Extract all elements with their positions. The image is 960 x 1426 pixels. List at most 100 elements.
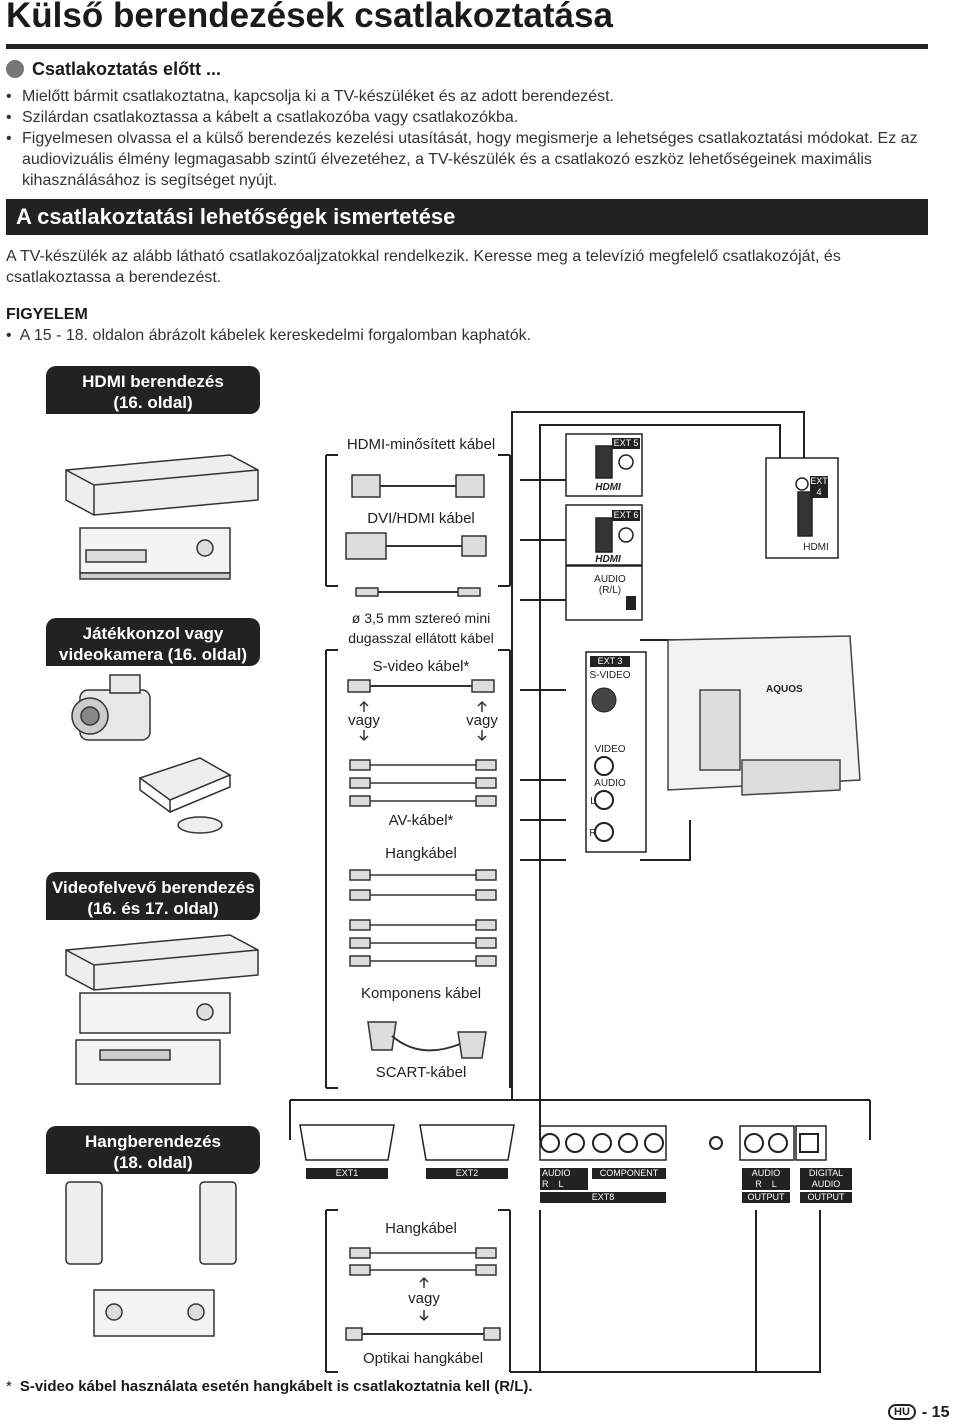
- rca-port-icon: [644, 1133, 664, 1153]
- cable-label-av: AV-kábel*: [388, 812, 454, 829]
- port-label-svideo: S-VIDEO: [589, 670, 631, 681]
- caution-line: • A 15 - 18. oldalon ábrázolt kábelek ke…: [6, 327, 532, 344]
- caution-title: FIGYELEM: [6, 306, 88, 323]
- cable-label-mini-1: ø 3,5 mm sztereó mini: [351, 610, 491, 626]
- rca-port-icon: [594, 756, 614, 776]
- rca-port-icon: [594, 822, 614, 842]
- minijack-cable-icon: [355, 587, 481, 597]
- cable-label-scart: SCART-kábel: [375, 1064, 467, 1081]
- section-title: A csatlakoztatási lehetőségek ismertetés…: [6, 199, 928, 235]
- rca-port-icon: [565, 1133, 585, 1153]
- cable-label-mini-2: dugasszal ellátott kábel: [348, 630, 494, 646]
- port-label-r: R: [589, 828, 597, 839]
- cable-label-hdmi: HDMI-minősített kábel: [346, 436, 496, 453]
- bracket-left: [325, 454, 338, 587]
- port-label-digital: DIGITAL AUDIO: [800, 1168, 852, 1190]
- screw-icon: [618, 527, 634, 543]
- optical-port-icon: [799, 1133, 819, 1153]
- down-arrow-icon: [359, 730, 369, 742]
- hdmi-port-icon: [595, 445, 813, 553]
- subheading: Csatlakoztatás előtt ...: [6, 59, 221, 80]
- frame-line: [511, 411, 805, 1100]
- audio-cable-icon: [349, 869, 497, 901]
- cable-label-component: Komponens kábel: [360, 985, 482, 1002]
- screw-icon: [795, 477, 809, 491]
- hdmi-cable-icon: [351, 474, 485, 498]
- page-number-area: HU - 15: [888, 1404, 949, 1422]
- port-label-ext8: EXT8: [540, 1192, 666, 1203]
- vcr-icon: [75, 1039, 221, 1085]
- rca-port-icon: [618, 1133, 638, 1153]
- port-label-audio-out: AUDIO R L: [742, 1168, 790, 1190]
- intro-text: A TV-készülék az alább látható csatlakoz…: [6, 248, 841, 286]
- speaker-right-icon: [199, 1181, 237, 1265]
- caution-text: A 15 - 18. oldalon ábrázolt kábelek kere…: [19, 327, 532, 344]
- or-label: vagy: [348, 712, 380, 729]
- rca-port-icon: [768, 1133, 788, 1153]
- rca-port-icon: [744, 1133, 764, 1153]
- port-label-component: COMPONENT: [592, 1168, 666, 1179]
- amplifier-icon: [93, 1289, 215, 1337]
- port-label-audio: AUDIO: [594, 778, 626, 789]
- port-label-ext5: EXT 5: [612, 438, 640, 449]
- up-arrow-icon: [359, 700, 369, 712]
- minijack-port-icon: [626, 596, 636, 610]
- bullet-circle-icon: [6, 60, 24, 78]
- port-label-output: OUTPUT: [742, 1192, 790, 1203]
- cable-label-audio: Hangkábel: [385, 845, 457, 862]
- cable-label-dvi: DVI/HDMI kábel: [367, 510, 475, 527]
- port-label-l: L: [590, 796, 596, 807]
- screw-icon: [618, 454, 634, 470]
- hdmi-logo: HDMI: [595, 482, 621, 493]
- bullet-list: Mielőtt bármit csatlakoztatna, kapcsolja…: [6, 86, 926, 191]
- port-label-output-2: OUTPUT: [800, 1192, 852, 1203]
- or-label: vagy: [408, 1290, 440, 1307]
- bracket-right: [498, 454, 511, 587]
- language-badge: HU: [888, 1404, 916, 1420]
- audio-cable-2-icon: [349, 1247, 497, 1276]
- down-arrow-icon: [477, 730, 487, 742]
- or-label: vagy: [466, 712, 498, 729]
- rca-port-icon: [540, 1133, 560, 1153]
- screw-icon: [709, 1136, 723, 1150]
- cable-label-svideo: S-video kábel*: [372, 658, 470, 675]
- scart-cable-icon: [367, 1021, 487, 1059]
- component-cable-icon: [349, 919, 497, 967]
- list-item: Figyelmesen olvassa el a külső berendezé…: [6, 128, 926, 191]
- subheading-text: Csatlakoztatás előtt ...: [32, 59, 222, 79]
- cable-label-optical: Optikai hangkábel: [362, 1350, 484, 1367]
- page-number: - 15: [921, 1404, 950, 1421]
- port-label-ext3: EXT 3: [590, 656, 630, 667]
- port-label-ext2: EXT2: [426, 1168, 508, 1179]
- port-label-audio-rl-bottom: AUDIO R L: [540, 1168, 588, 1190]
- list-item: Mielőtt bármit csatlakoztatna, kapcsolja…: [6, 86, 926, 107]
- page-title: Külső berendezések csatlakoztatása: [6, 0, 613, 35]
- list-item: Szilárdan csatlakoztassa a kábelt a csat…: [6, 107, 926, 128]
- svideo-port-icon: [591, 687, 617, 713]
- port-label-ext4: EXT 4: [810, 476, 828, 498]
- port-label-audio-rl: AUDIO (R/L): [594, 574, 626, 596]
- av-receiver-icon: [79, 527, 231, 580]
- hdmi-device-badge: HDMI berendezés (16. oldal): [46, 366, 260, 414]
- recorder-device-badge: Videofelvevő berendezés (16. és 17. olda…: [46, 872, 260, 920]
- svideo-cable-icon: [347, 679, 495, 693]
- tv-rear-icon: [667, 635, 861, 796]
- audio-device-badge: Hangberendezés (18. oldal): [46, 1126, 260, 1174]
- rca-port-icon: [594, 790, 614, 810]
- speaker-left-icon: [65, 1181, 103, 1265]
- title-rule: [6, 44, 928, 49]
- game-console-icon: [138, 757, 232, 834]
- scart-port-icon: [299, 1124, 515, 1161]
- port-label-ext6: EXT 6: [612, 510, 640, 521]
- up-arrow-icon: [477, 700, 487, 712]
- tv-brand: AQUOS: [766, 684, 803, 695]
- dvd-recorder-2-icon: [65, 934, 259, 991]
- av-receiver-2-icon: [79, 992, 231, 1034]
- camcorder-icon: [71, 674, 151, 741]
- down-arrow-icon: [419, 1310, 429, 1322]
- dvi-cable-icon: [345, 532, 487, 560]
- dvd-recorder-icon: [65, 454, 259, 516]
- footnote: *S-video kábel használata esetén hangkáb…: [6, 1378, 533, 1395]
- cable-label-audio-2: Hangkábel: [385, 1220, 457, 1237]
